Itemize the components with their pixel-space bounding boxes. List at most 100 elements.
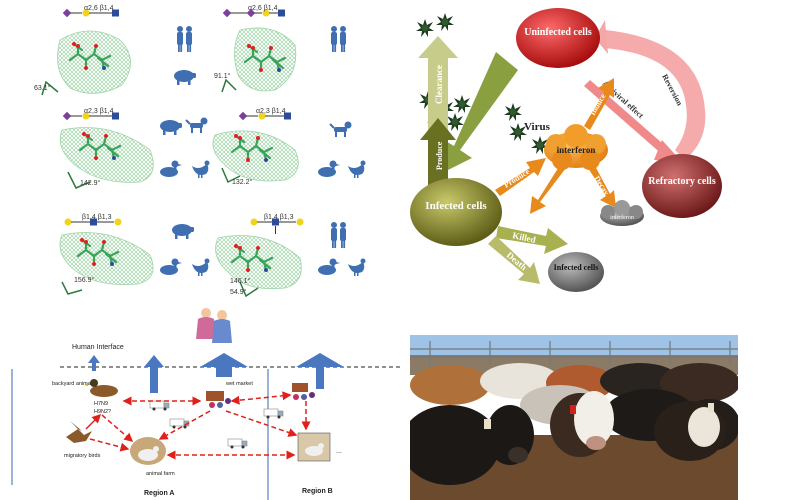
infection-dynamics-panel: Reversion Antiviral effect Clearance Inf… <box>400 0 800 300</box>
transmission-arrow <box>101 414 134 442</box>
virus-icon <box>453 95 471 113</box>
backyard-animals-label: backyard animals <box>52 381 95 387</box>
region-a-label: Region A <box>144 490 174 497</box>
interface-arrow <box>144 355 164 393</box>
angle-label: 91.1° <box>214 72 231 80</box>
angle-marker <box>67 171 91 189</box>
dead-infected-cells-node <box>548 252 604 292</box>
electron-density-mesh <box>59 232 154 285</box>
killed-arrow <box>496 226 568 254</box>
infect-arrow <box>444 52 518 172</box>
ellipsis-label: ... <box>336 448 342 455</box>
glycan-r3-left: β1,4 β1,3 156.9° <box>59 214 154 295</box>
interface-arrow <box>88 355 100 371</box>
chicken-icon <box>348 160 366 178</box>
angle-marker <box>239 281 259 298</box>
transmission-arrow <box>158 410 211 440</box>
animal-farm-label: animal farm <box>146 471 175 477</box>
infection-diagram: Reversion Antiviral effect Clearance Inf… <box>410 8 722 292</box>
duck-icon <box>84 379 118 397</box>
pig-icon <box>172 224 194 239</box>
produce-right-arrow <box>495 158 546 196</box>
fence <box>410 341 738 365</box>
glycan-r1-left: α2,6 β1,4 63.1° <box>34 5 131 96</box>
arrow-label-killed: Killed <box>512 230 537 245</box>
cattle-herd <box>410 363 738 451</box>
wet-market-icon <box>206 391 231 408</box>
animal-farm-icon <box>130 437 166 465</box>
duck-icon <box>160 160 182 177</box>
electron-density-mesh <box>57 30 131 94</box>
electron-density-mesh <box>59 127 154 183</box>
angle-marker <box>61 281 83 295</box>
transmission-map-panel: Human Interface backyard animals H7N9 H9… <box>0 305 400 500</box>
activate-arrow <box>530 165 566 214</box>
duck-icon <box>318 258 340 275</box>
virus-label: Virus <box>524 121 551 133</box>
human-pair-icon <box>331 26 346 52</box>
migratory-bird-icon <box>66 421 92 443</box>
refractory-cells-label: Refractory cells <box>648 176 716 187</box>
glycan-structures-panel: α2,6 β1,4 63.1° α2,6 β1,4 91.1° α2,3 β1,… <box>0 0 400 300</box>
arrow-label-induce: Induce <box>588 92 608 117</box>
arrow-label-clearance: Clearance <box>434 65 444 104</box>
cow-right <box>654 401 726 461</box>
chicken-icon <box>348 258 366 276</box>
chicken-icon <box>192 160 210 178</box>
dog-icon <box>329 120 353 138</box>
human-pair-icon <box>177 26 192 52</box>
dog-icon <box>185 116 209 134</box>
linkage-label: α2,6 β1,4 <box>84 5 114 12</box>
linkage-label: β1,4 β1,3 <box>82 214 112 221</box>
linkage-label: α2,3 β1,4 <box>256 108 286 115</box>
transmission-arrow <box>85 413 102 430</box>
angle-label: 146.1° <box>230 277 251 285</box>
transmission-arrow <box>225 410 298 437</box>
clearance-arrow <box>418 36 458 150</box>
pig-icon <box>160 120 182 135</box>
wet-market-label: wet market <box>225 381 253 387</box>
arrow-label-decay: Decay <box>592 174 611 196</box>
reversion-arrow <box>605 30 706 160</box>
truck-icon <box>263 408 284 419</box>
angle-label: 132.2° <box>232 178 253 186</box>
cow-front-left <box>410 405 534 485</box>
interferon-node: interferon <box>544 124 608 170</box>
human-interface-label: Human Interface <box>72 344 124 351</box>
migratory-birds-label: migratory birds <box>64 453 101 459</box>
arrow-label-produce-right: Produce <box>502 167 531 190</box>
death-arrow <box>488 236 540 284</box>
interface-arrow <box>200 353 248 377</box>
glycan-figure: α2,6 β1,4 63.1° α2,6 β1,4 91.1° α2,3 β1,… <box>34 5 366 298</box>
region-b-label: Region B <box>302 488 333 495</box>
transmission-arrow <box>89 438 130 452</box>
arrow-label-produce-up: Produce <box>435 141 444 170</box>
glycan-r3-right: β1,4 β1,3 146.1° 54.9° <box>215 214 304 298</box>
infected-cells-node <box>410 178 502 246</box>
angle-marker <box>221 78 237 93</box>
angle-marker <box>41 80 59 96</box>
h7n9-label: H7N9 <box>94 401 108 407</box>
produce-up-arrow <box>420 118 456 185</box>
cattle-feedlot-photo <box>410 335 738 500</box>
induce-arrow <box>584 78 614 130</box>
virus-icon <box>504 103 522 121</box>
angle-label: 156.9° <box>74 276 95 284</box>
linkage-label: α2,3 β1,4 <box>84 108 114 115</box>
electron-density-mesh <box>215 235 302 289</box>
angle-marker <box>221 167 241 184</box>
virus-icon <box>416 19 434 37</box>
dead-infected-cells-label: Infected cells <box>554 263 599 272</box>
reversion-arrowhead <box>595 20 608 54</box>
interferon-decayed-node: interferon <box>600 200 644 226</box>
angle-label: 63.1° <box>34 84 51 92</box>
electron-density-mesh <box>212 130 299 182</box>
truck-icon <box>149 400 170 411</box>
uninfected-cells-label: Uninfected cells <box>524 27 592 38</box>
cow-white-face <box>550 391 614 457</box>
virus-icon <box>436 13 454 31</box>
decay-arrow <box>588 164 616 208</box>
angle-label: 54.9° <box>230 288 247 296</box>
interface-arrow <box>296 353 344 389</box>
duck-icon <box>160 258 182 275</box>
